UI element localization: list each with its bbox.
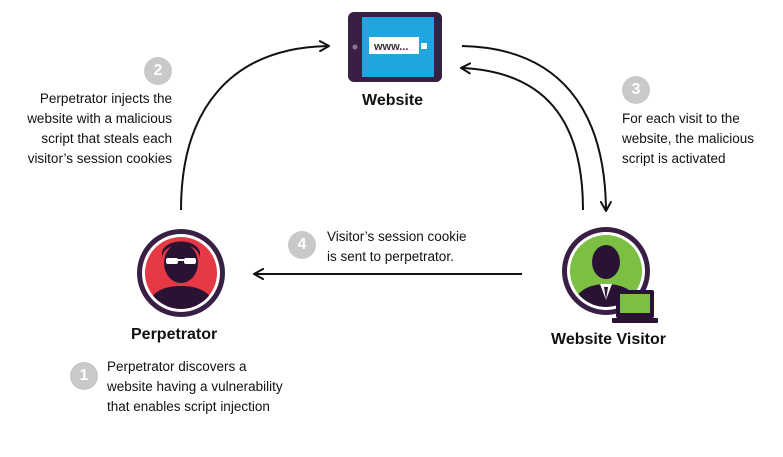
step-4-text: Visitor’s session cookie is sent to perp… xyxy=(327,229,467,264)
website-visitor-label: Website Visitor xyxy=(551,331,666,348)
arrow-visitor-to-website xyxy=(460,62,584,211)
website-label: Website xyxy=(362,92,424,109)
website-visitor-icon xyxy=(562,227,658,323)
arrow-perpetrator-to-website xyxy=(180,40,330,211)
step-3-badge: 3 xyxy=(622,76,650,104)
website-screen-text: www... xyxy=(373,41,408,53)
arrow-website-to-visitor xyxy=(461,45,612,212)
perpetrator-label: Perpetrator xyxy=(131,326,218,343)
step-3-text: For each visit to the website, the malic… xyxy=(622,111,755,166)
step-4-badge: 4 xyxy=(288,231,316,259)
perpetrator-hacker-icon xyxy=(137,229,225,317)
step-1-text: Perpetrator discovers a website having a… xyxy=(107,359,283,414)
website-tablet-icon: www... xyxy=(348,12,442,82)
step-2-text: Perpetrator injects the website with a m… xyxy=(27,91,172,166)
step-2-badge: 2 xyxy=(144,57,172,85)
step-1-badge: 1 xyxy=(70,362,98,390)
